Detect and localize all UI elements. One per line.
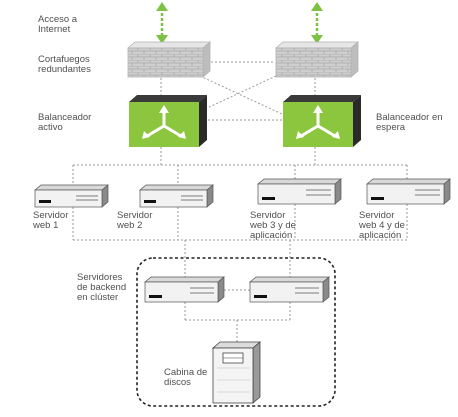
redundant-firewalls-label: Cortafuegos redundantes (38, 54, 91, 75)
load-balancer-standby-icon (283, 95, 361, 147)
server-3-label: Servidor web 3 y de aplicación (250, 210, 296, 241)
server-1-label: Servidor web 1 (33, 210, 69, 231)
disk-array-label: Cabina de discos (164, 367, 208, 388)
active-balancer-label: Balanceador activo (38, 112, 92, 133)
server-2-label: Servidor web 2 (117, 210, 153, 231)
server-3-icon (257, 178, 342, 205)
backend-server-left-icon (144, 276, 225, 303)
internet-arrow-right-icon (311, 2, 323, 44)
backend-server-right-icon (249, 276, 330, 303)
load-balancer-active-icon (129, 95, 207, 147)
internet-arrow-left-icon (156, 2, 168, 44)
connection-lines (72, 61, 409, 344)
standby-balancer-label: Balanceador en espera (376, 112, 443, 133)
server-1-icon (34, 184, 109, 208)
internet-access-label: Acceso a Internet (38, 14, 78, 35)
backend-cluster-boundary (136, 257, 336, 407)
firewall-left-icon (126, 41, 212, 78)
server-2-icon (139, 184, 214, 208)
server-4-icon (366, 178, 451, 205)
server-4-label: Servidor web 4 y de aplicación (359, 210, 405, 241)
firewall-right-icon (274, 41, 360, 78)
disk-array-icon (211, 341, 262, 404)
backend-servers-label: Servidores de backend en clúster (77, 272, 127, 303)
